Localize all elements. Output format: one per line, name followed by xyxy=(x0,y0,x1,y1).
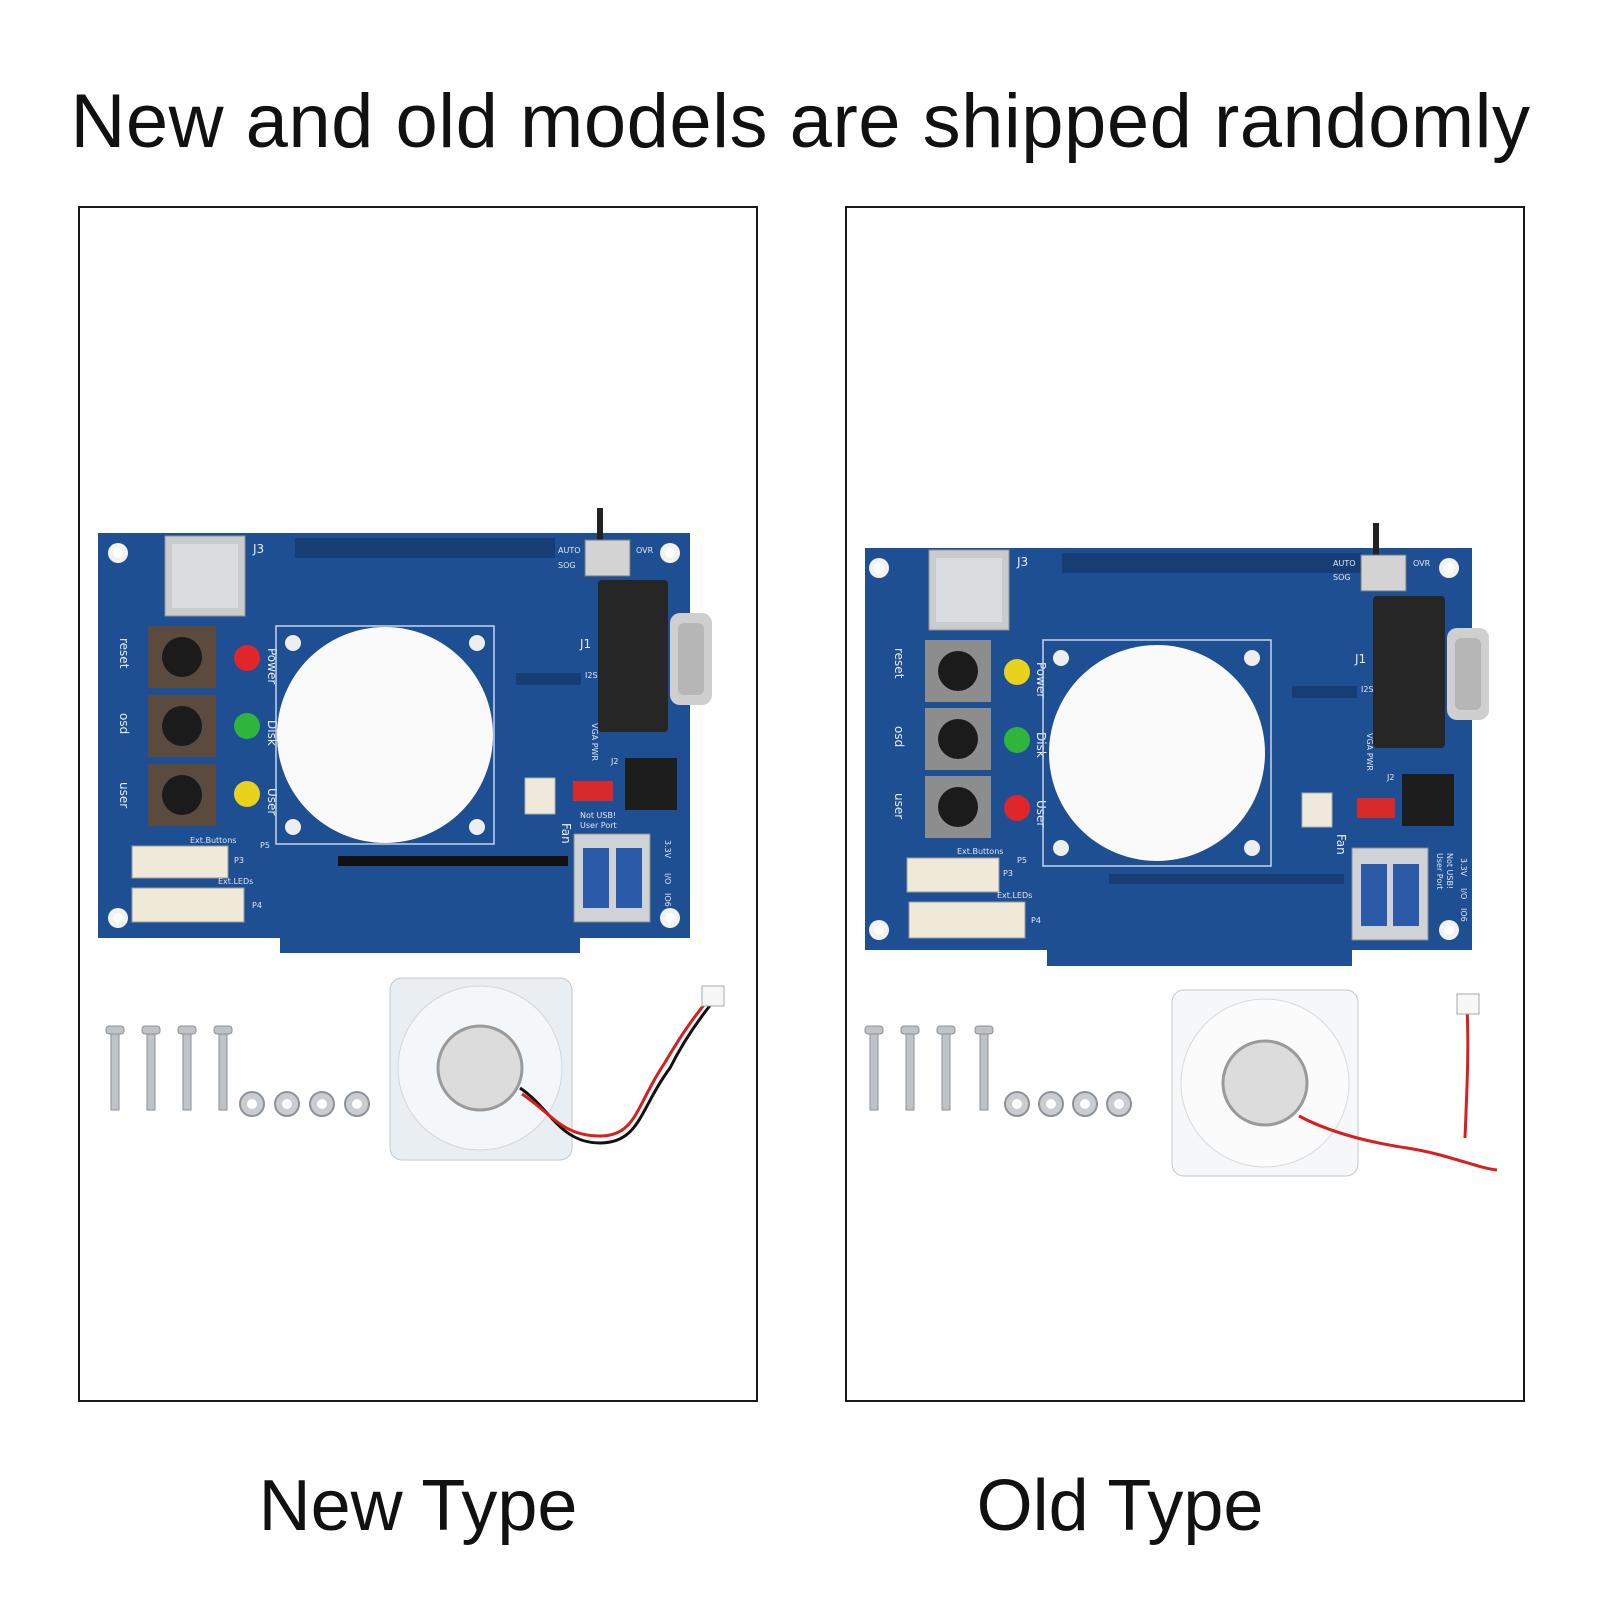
label-user-port: User Port xyxy=(1435,853,1444,890)
label-fan: Fan xyxy=(559,823,573,844)
nuts xyxy=(239,1091,370,1117)
product-illustration-new: J3 AUTO OVR SOG J1 reset osd xyxy=(98,508,725,1161)
label-not-usb: Not USB! xyxy=(580,811,616,820)
caption-new-type: New Type xyxy=(258,1466,578,1546)
label-auto: AUTO xyxy=(1333,559,1356,568)
label-auto: AUTO xyxy=(558,546,581,555)
label-osd: osd xyxy=(892,726,906,747)
label-ext-buttons: Ext.Buttons xyxy=(957,847,1003,856)
button-group xyxy=(925,640,991,838)
label-j1: J1 xyxy=(579,637,591,651)
cooling-fan xyxy=(1171,989,1498,1177)
label-power: Power xyxy=(265,648,279,684)
label-p5: P5 xyxy=(260,841,270,850)
panel-old-type: J3 AUTO OVR SOG J1 reset osd user Power … xyxy=(845,206,1525,1402)
cooling-fan xyxy=(389,977,725,1161)
button-group xyxy=(148,626,216,826)
label-3v3: 3.3V xyxy=(1459,858,1468,877)
label-j2: J2 xyxy=(610,757,618,766)
nuts xyxy=(1004,1091,1132,1117)
label-j3: J3 xyxy=(1016,555,1028,569)
pcb-board: J3 AUTO OVR SOG J1 reset osd xyxy=(98,508,712,953)
label-p3: P3 xyxy=(234,856,244,865)
label-reset: reset xyxy=(117,638,131,669)
label-ext-buttons: Ext.Buttons xyxy=(190,836,236,845)
label-io: I/O xyxy=(663,873,672,884)
led-user xyxy=(234,781,260,807)
label-ovr: OVR xyxy=(636,546,654,555)
panel-new-type: J3 AUTO OVR SOG J1 reset osd xyxy=(78,206,758,1402)
screws xyxy=(105,1025,233,1111)
label-p4: P4 xyxy=(252,901,262,910)
label-j2: J2 xyxy=(1386,773,1394,782)
led-user xyxy=(1004,795,1030,821)
label-i2s: I2S xyxy=(585,671,598,680)
label-disk: Disk xyxy=(265,720,279,746)
headline: New and old models are shipped randomly xyxy=(70,79,1531,164)
label-not-usb: Not USB! xyxy=(1445,853,1454,889)
label-fan: Fan xyxy=(1334,834,1348,855)
product-illustration-old: J3 AUTO OVR SOG J1 reset osd user Power … xyxy=(864,523,1498,1177)
label-3v3: 3.3V xyxy=(663,840,672,859)
caption-old-type: Old Type xyxy=(976,1466,1264,1546)
led-disk xyxy=(1004,727,1030,753)
label-j1: J1 xyxy=(1354,652,1366,666)
label-ovr: OVR xyxy=(1413,559,1431,568)
label-sog: SOG xyxy=(1333,573,1351,582)
label-io6: IO6 xyxy=(1459,908,1468,922)
label-j3: J3 xyxy=(252,542,264,556)
label-disk: Disk xyxy=(1034,732,1048,758)
screws xyxy=(864,1025,994,1111)
label-user-led: User xyxy=(1034,800,1048,827)
label-i2s: I2S xyxy=(1361,685,1374,694)
label-p5: P5 xyxy=(1017,856,1027,865)
label-user: user xyxy=(117,782,131,808)
label-ext-leds: Ext.LEDs xyxy=(997,891,1032,900)
label-io6: IO6 xyxy=(663,893,672,907)
led-power xyxy=(234,645,260,671)
label-ext-leds: Ext.LEDs xyxy=(218,877,253,886)
label-p3: P3 xyxy=(1003,869,1013,878)
label-reset: reset xyxy=(892,648,906,679)
label-osd: osd xyxy=(117,713,131,734)
label-sog: SOG xyxy=(558,561,576,570)
label-user-led: User xyxy=(265,788,279,815)
label-user-port: User Port xyxy=(580,821,617,830)
label-user: user xyxy=(892,793,906,819)
pcb-board: J3 AUTO OVR SOG J1 reset osd user Power … xyxy=(865,523,1489,966)
led-power xyxy=(1004,659,1030,685)
led-disk xyxy=(234,713,260,739)
label-vga-pwr: VGA PWR xyxy=(1365,733,1374,771)
label-power: Power xyxy=(1034,662,1048,698)
label-p4: P4 xyxy=(1031,916,1041,925)
label-io: I/O xyxy=(1459,888,1468,899)
label-vga-pwr: VGA PWR xyxy=(590,723,599,761)
